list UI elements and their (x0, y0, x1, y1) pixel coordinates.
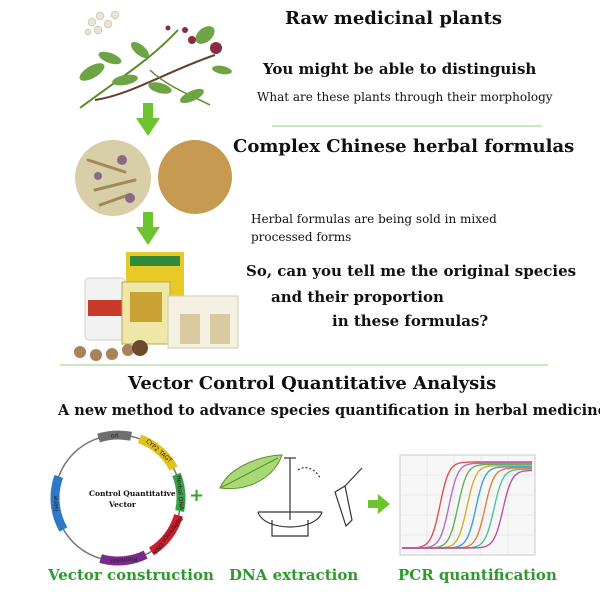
down-arrow-icon (136, 103, 160, 136)
vector-analysis-heading: Vector Control Quantitative Analysis (128, 373, 497, 394)
vector-segment-label: CYP2 TAGT (144, 438, 173, 465)
morphology-caption: What are these plants through their morp… (257, 90, 553, 104)
mixed-forms-caption: Herbal formulas are being sold in mixed (251, 212, 497, 226)
original-species-question-line2: and their proportion (271, 288, 444, 306)
pcr-amplification-plot (399, 454, 536, 556)
dna-extraction-apparatus (257, 457, 363, 537)
down-arrow-icon (136, 212, 160, 245)
vector-segment (50, 474, 68, 532)
raw-plants-heading: Raw medicinal plants (285, 8, 502, 29)
vector-segment (97, 430, 133, 443)
new-method-subheading: A new method to advance species quantifi… (58, 402, 600, 419)
medicinal-plants-image (79, 10, 232, 109)
original-species-question-line3: in these formulas? (332, 312, 489, 330)
distinguish-subheading: You might be able to distinguish (263, 60, 537, 78)
vector-segment-label: Reference DNA (151, 515, 184, 556)
vector-segment-label: Gene (52, 495, 60, 512)
vector-segment-label: ori (111, 432, 119, 439)
vector-segment (99, 550, 148, 566)
vector-segment (172, 472, 186, 513)
original-species-question: So, can you tell me the original species (246, 262, 577, 280)
mixed-forms-caption-line2: processed forms (251, 230, 352, 244)
vector-segment-label: Herbal DNA (175, 475, 185, 511)
step-label-pcr-quantification: PCR quantification (398, 566, 557, 584)
vector-center-label-line2: Vector (109, 500, 136, 509)
pcr-curve (402, 461, 532, 549)
vector-center-label: Control Quantitative (89, 489, 176, 498)
herbal-formulas-heading: Complex Chinese herbal formulas (233, 136, 575, 157)
step-label-dna-extraction: DNA extraction (229, 566, 359, 584)
leaf-icon (219, 454, 283, 490)
vector-segment-label: Promoter (109, 555, 138, 564)
herbal-materials-image (75, 140, 232, 216)
pcr-curve (402, 469, 533, 549)
herbal-products-image (74, 252, 239, 361)
step-label-vector-construction: Vector construction (48, 566, 214, 584)
vector-segment (137, 434, 178, 471)
right-arrow-icon (368, 494, 390, 514)
vector-segment (148, 513, 183, 556)
plus-sign: + (189, 485, 205, 506)
